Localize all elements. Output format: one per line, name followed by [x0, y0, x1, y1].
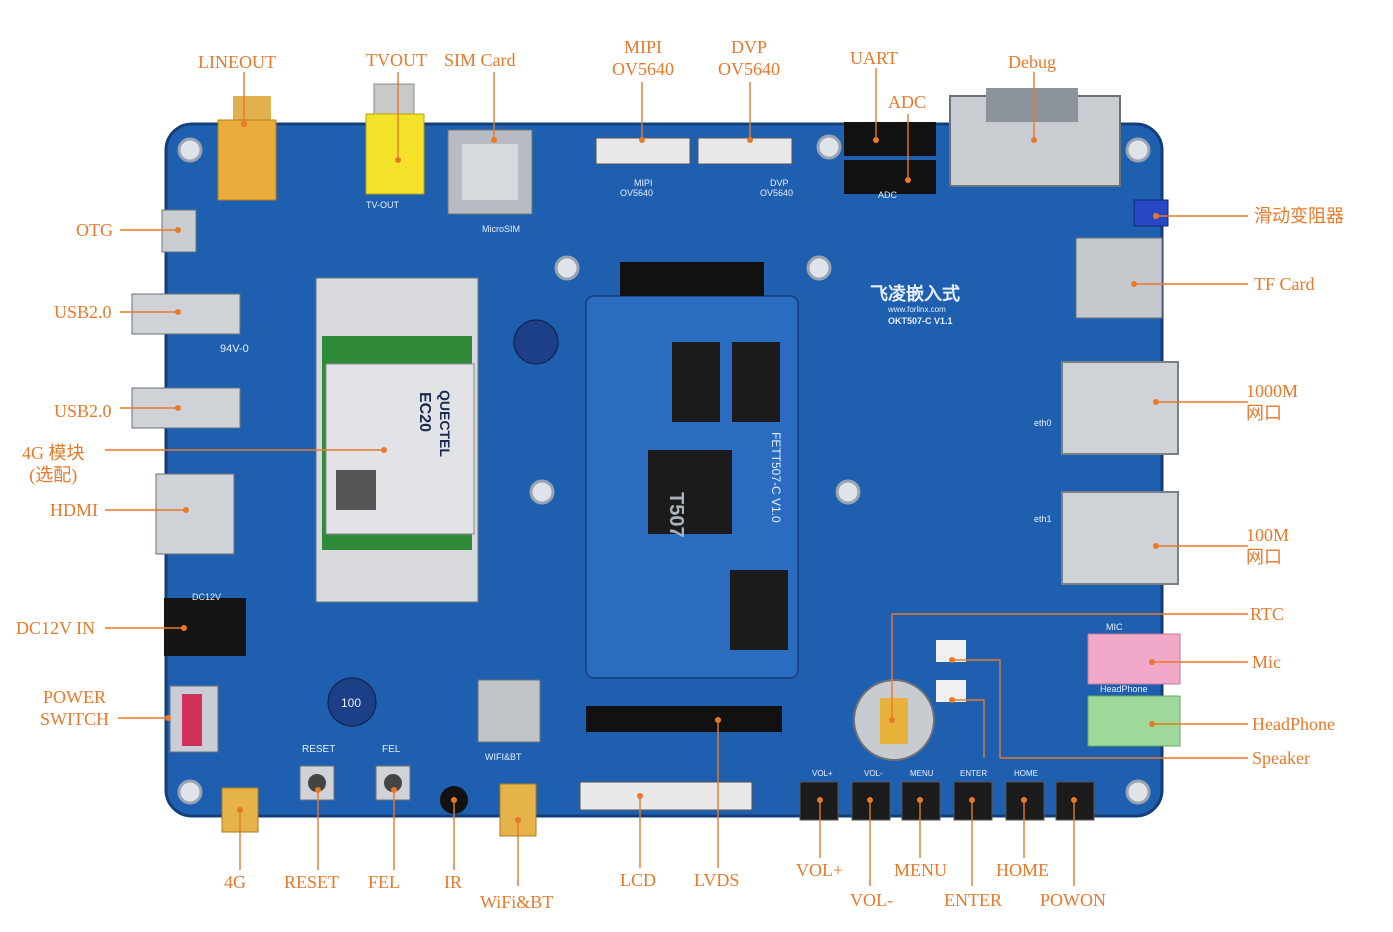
label-wifi-bt: WiFi&BT	[480, 892, 554, 912]
svg-text:ENTER: ENTER	[960, 769, 987, 778]
label-adc: ADC	[888, 92, 927, 112]
svg-text:FETT507-C V1.0: FETT507-C V1.0	[769, 432, 783, 523]
svg-text:94V-0: 94V-0	[220, 343, 249, 355]
svg-text:eth1: eth1	[1034, 514, 1052, 524]
label-rtc: RTC	[1250, 604, 1284, 624]
label-home: HOME	[996, 860, 1049, 880]
svg-text:FEL: FEL	[382, 744, 401, 755]
svg-text:OKT507-C V1.1: OKT507-C V1.1	[888, 316, 953, 326]
svg-text:WIFI&BT: WIFI&BT	[485, 752, 522, 762]
label-usb-2: USB2.0	[54, 401, 112, 421]
svg-text:MIPI: MIPI	[634, 178, 653, 188]
svg-text:OV5640: OV5640	[760, 188, 793, 198]
label-powon: POWON	[1040, 890, 1106, 910]
svg-text:MIC: MIC	[1106, 622, 1123, 632]
label-speaker: Speaker	[1252, 748, 1310, 768]
label-sim-card: SIM Card	[444, 50, 516, 70]
label-debug: Debug	[1008, 52, 1056, 72]
svg-text:QUECTEL: QUECTEL	[437, 390, 453, 457]
svg-text:DVP: DVP	[770, 178, 789, 188]
label-menu: MENU	[894, 860, 947, 880]
svg-text:VOL-: VOL-	[864, 769, 883, 778]
label-dc12v-in: DC12V IN	[16, 618, 96, 638]
svg-text:eth0: eth0	[1034, 418, 1052, 428]
label-tvout: TVOUT	[366, 50, 427, 70]
label-vol-minus: VOL-	[850, 890, 893, 910]
label-dvp: DVP OV5640	[718, 37, 780, 79]
svg-text:OV5640: OV5640	[620, 188, 653, 198]
label-reset: RESET	[284, 872, 340, 892]
label-tf-card: TF Card	[1254, 274, 1315, 294]
label-4g-antenna: 4G	[224, 872, 246, 892]
svg-text:飞凌嵌入式: 飞凌嵌入式	[870, 283, 960, 304]
label-vol-plus: VOL+	[796, 860, 844, 880]
svg-text:TV-OUT: TV-OUT	[366, 200, 400, 210]
label-enter: ENTER	[944, 890, 1002, 910]
svg-text:T507: T507	[665, 492, 687, 538]
label-lcd: LCD	[620, 870, 656, 890]
svg-text:100: 100	[341, 696, 361, 710]
svg-text:VOL+: VOL+	[812, 769, 833, 778]
svg-text:HeadPhone: HeadPhone	[1100, 684, 1148, 694]
label-otg: OTG	[76, 220, 113, 240]
svg-text:HOME: HOME	[1014, 769, 1038, 778]
label-lvds: LVDS	[694, 870, 740, 890]
svg-text:EC20: EC20	[416, 392, 433, 432]
svg-text:RESET: RESET	[302, 744, 335, 755]
mounting-holes	[177, 134, 1151, 805]
label-usb-1: USB2.0	[54, 302, 112, 322]
label-power-switch: POWER SWITCH	[40, 687, 109, 729]
svg-text:ADC: ADC	[878, 190, 898, 200]
svg-text:DC12V: DC12V	[192, 592, 221, 602]
label-fel: FEL	[368, 872, 401, 892]
label-mipi: MIPI OV5640	[612, 37, 674, 79]
svg-text:MicroSIM: MicroSIM	[482, 224, 520, 234]
label-hdmi: HDMI	[50, 500, 98, 520]
label-lineout: LINEOUT	[198, 52, 276, 72]
svg-text:www.forlinx.com: www.forlinx.com	[887, 305, 946, 314]
label-headphone: HeadPhone	[1252, 714, 1335, 734]
label-100m-eth: 100M 网口	[1246, 525, 1290, 567]
label-4g-module: 4G 模块 (选配)	[22, 443, 85, 485]
label-mic: Mic	[1252, 652, 1281, 672]
svg-text:MENU: MENU	[910, 769, 934, 778]
label-ir: IR	[444, 872, 462, 892]
label-1000m-eth: 1000M 网口	[1246, 381, 1299, 423]
label-rheostat: 滑动变阻器	[1254, 206, 1344, 226]
label-uart: UART	[850, 48, 898, 68]
